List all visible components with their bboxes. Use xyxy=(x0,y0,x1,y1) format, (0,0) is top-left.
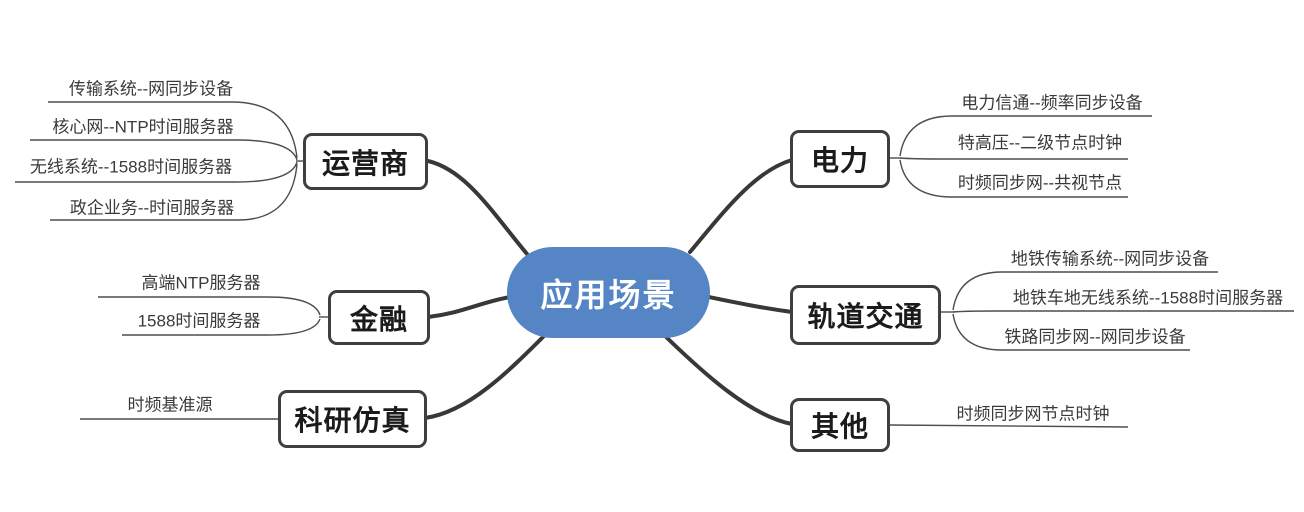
leaf-label[interactable]: 无线系统--1588时间服务器 xyxy=(29,157,233,177)
leaf-line xyxy=(899,115,1152,157)
curve-other xyxy=(660,331,794,426)
leaf-line xyxy=(15,161,298,183)
leaf-label[interactable]: 特高压--二级节点时钟 xyxy=(957,133,1123,153)
leaf-label[interactable]: 政企业务--时间服务器 xyxy=(69,198,235,218)
leaf-label[interactable]: 铁路同步网--网同步设备 xyxy=(1004,327,1186,347)
leaf-line xyxy=(952,310,1294,313)
leaf-label[interactable]: 地铁传输系统--网同步设备 xyxy=(1010,249,1210,269)
curve-power xyxy=(688,158,794,254)
curve-operators xyxy=(426,159,529,256)
leaf-label[interactable]: 时频基准源 xyxy=(127,395,213,415)
leaf-label[interactable]: 核心网--NTP时间服务器 xyxy=(52,117,234,137)
leaf-label[interactable]: 传输系统--网同步设备 xyxy=(68,79,234,99)
branch-node-other[interactable]: 其他 xyxy=(790,398,890,452)
branch-node-research[interactable]: 科研仿真 xyxy=(278,390,427,448)
leaf-line xyxy=(952,313,1190,351)
leaf-line xyxy=(899,159,1128,198)
branch-node-power[interactable]: 电力 xyxy=(790,130,890,188)
leaf-lines xyxy=(15,101,1294,428)
leaf-line xyxy=(30,139,298,161)
leaf-line xyxy=(98,296,321,316)
branch-curves xyxy=(423,158,794,426)
leaf-label[interactable]: 时频同步网节点时钟 xyxy=(956,404,1110,424)
leaf-label[interactable]: 时频同步网--共视节点 xyxy=(957,173,1123,193)
leaf-label[interactable]: 电力信通--频率同步设备 xyxy=(961,93,1143,113)
leaf-label[interactable]: 高端NTP服务器 xyxy=(141,273,261,293)
curve-finance xyxy=(426,295,512,319)
central-topic-node[interactable]: 应用场景 xyxy=(507,247,710,338)
leaf-line xyxy=(889,424,1129,428)
curve-research xyxy=(423,331,549,420)
leaf-label[interactable]: 1588时间服务器 xyxy=(137,311,261,331)
branch-node-finance[interactable]: 金融 xyxy=(328,290,430,345)
curve-rail xyxy=(707,295,794,314)
leaf-line xyxy=(952,271,1218,311)
leaf-label[interactable]: 地铁车地无线系统--1588时间服务器 xyxy=(1012,288,1284,308)
leaf-line xyxy=(899,157,1128,160)
branch-node-operators[interactable]: 运营商 xyxy=(303,133,428,190)
leaf-line xyxy=(48,101,298,159)
leaf-line xyxy=(50,163,298,221)
branch-node-rail[interactable]: 轨道交通 xyxy=(790,285,941,345)
leaf-line xyxy=(122,318,321,336)
